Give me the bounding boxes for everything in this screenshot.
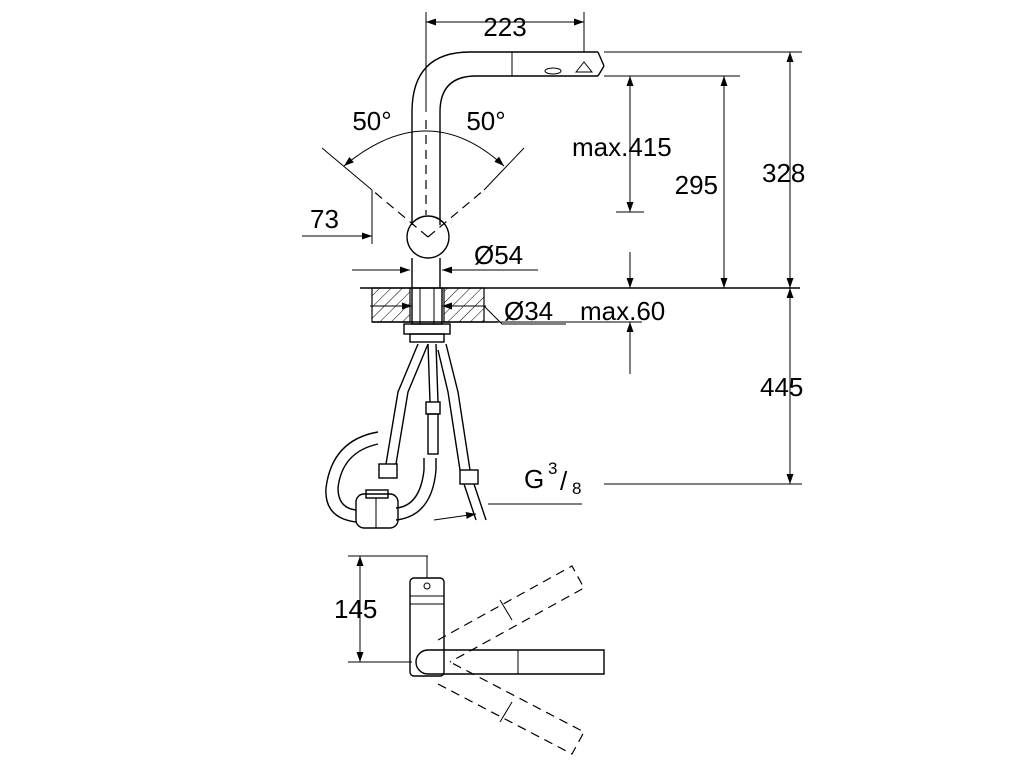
dim-spout-reach: max.415 [572, 132, 672, 162]
dim-top-depth: 145 [334, 594, 377, 624]
thread-numerator: 3 [548, 459, 557, 478]
dimension-lines [302, 12, 802, 663]
dim-deck-thickness: max.60 [580, 296, 665, 326]
deck-mounting [360, 287, 800, 343]
dim-hose-length: 445 [760, 372, 803, 402]
thread-denominator: 8 [572, 479, 581, 498]
dim-diameter-shank: Ø34 [504, 296, 553, 326]
dim-offset: 73 [310, 204, 339, 234]
dim-width-top: 223 [483, 12, 526, 42]
faucet-top-view [409, 556, 605, 755]
thread-size-label: G 3 / 8 [524, 459, 581, 498]
dim-angle-left: 50° [352, 106, 391, 136]
dim-height-spout: 295 [675, 170, 718, 200]
thread-separator: / [560, 466, 568, 496]
dim-angle-right: 50° [466, 106, 505, 136]
dim-height-total: 328 [762, 158, 805, 188]
faucet-side-view [321, 51, 605, 288]
dim-diameter-body: Ø54 [474, 240, 523, 270]
thread-main: G [524, 464, 544, 494]
supply-hoses [325, 343, 487, 529]
